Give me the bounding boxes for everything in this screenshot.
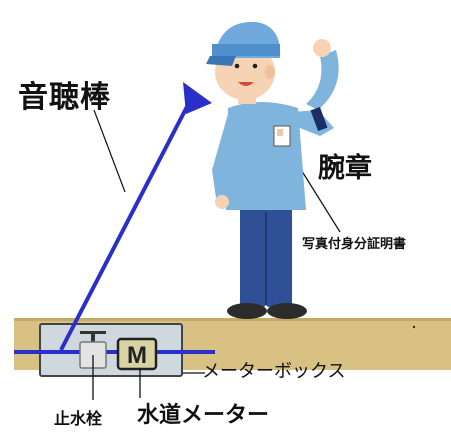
speck [412, 325, 416, 329]
label-stop-valve: 止水栓 [54, 409, 103, 428]
label-meter-box: メーターボックス [202, 361, 346, 382]
label-water-meter: 水道メーター [137, 403, 270, 428]
label-listening-rod: 音聴棒 [18, 80, 111, 115]
listening-rod [59, 82, 212, 351]
meter-symbol: M [127, 342, 147, 369]
ground-edge [14, 318, 451, 321]
worker-figure [206, 21, 339, 319]
stop-valve-icon [79, 331, 107, 400]
label-id-certificate: 写真付身分証明書 [302, 237, 407, 252]
water-meter-icon: M [116, 337, 158, 398]
leader-rod [93, 109, 126, 193]
label-armband: 腕章 [318, 153, 372, 184]
